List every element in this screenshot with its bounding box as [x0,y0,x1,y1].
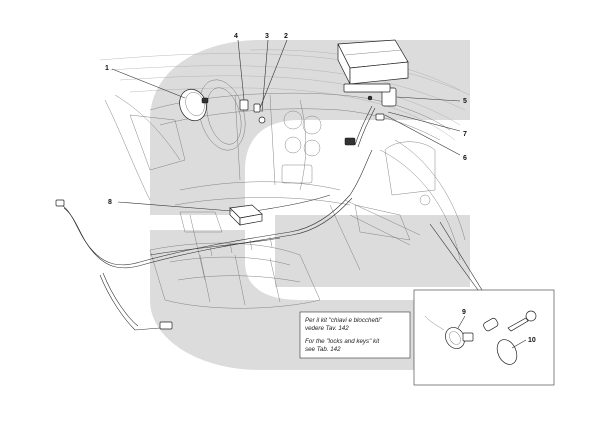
car-interior-outline [99,49,471,309]
airbag-control-unit [229,204,263,226]
locks-keys-inset [413,289,555,386]
callout-4: 4 [234,33,238,40]
lock-barrel [483,317,499,332]
note-en-line1: For the "locks and keys" kit [305,338,379,345]
ignition-key [507,310,537,332]
callout-3: 3 [265,33,269,40]
wiring-harness [55,149,373,331]
callout-7: 7 [463,131,467,138]
callout-6: 6 [463,155,467,162]
key-head [496,339,518,365]
callout-9: 9 [462,309,466,316]
ignition-lock-cylinder [424,315,474,349]
note-it-line2: vedere Tav. 142 [305,325,349,332]
note-it-line1: Per il kit "chiavi e blocchetti" [305,317,383,324]
passenger-airbag-module [337,39,409,107]
passenger-harness [344,105,385,148]
callout-2: 2 [284,33,288,40]
callout-10: 10 [528,337,536,344]
callout-8: 8 [108,199,112,206]
steering-wheel-airbag [179,88,209,122]
callout-5: 5 [463,98,467,105]
note-en-line2: see Tab. 142 [305,346,341,353]
callout-labels: 1 2 3 4 5 6 7 8 9 10 [105,33,536,344]
kit-reference-note: Per il kit "chiavi e blocchetti" vedere … [299,311,411,359]
leader-lines [111,39,483,291]
callout-1: 1 [105,65,109,72]
